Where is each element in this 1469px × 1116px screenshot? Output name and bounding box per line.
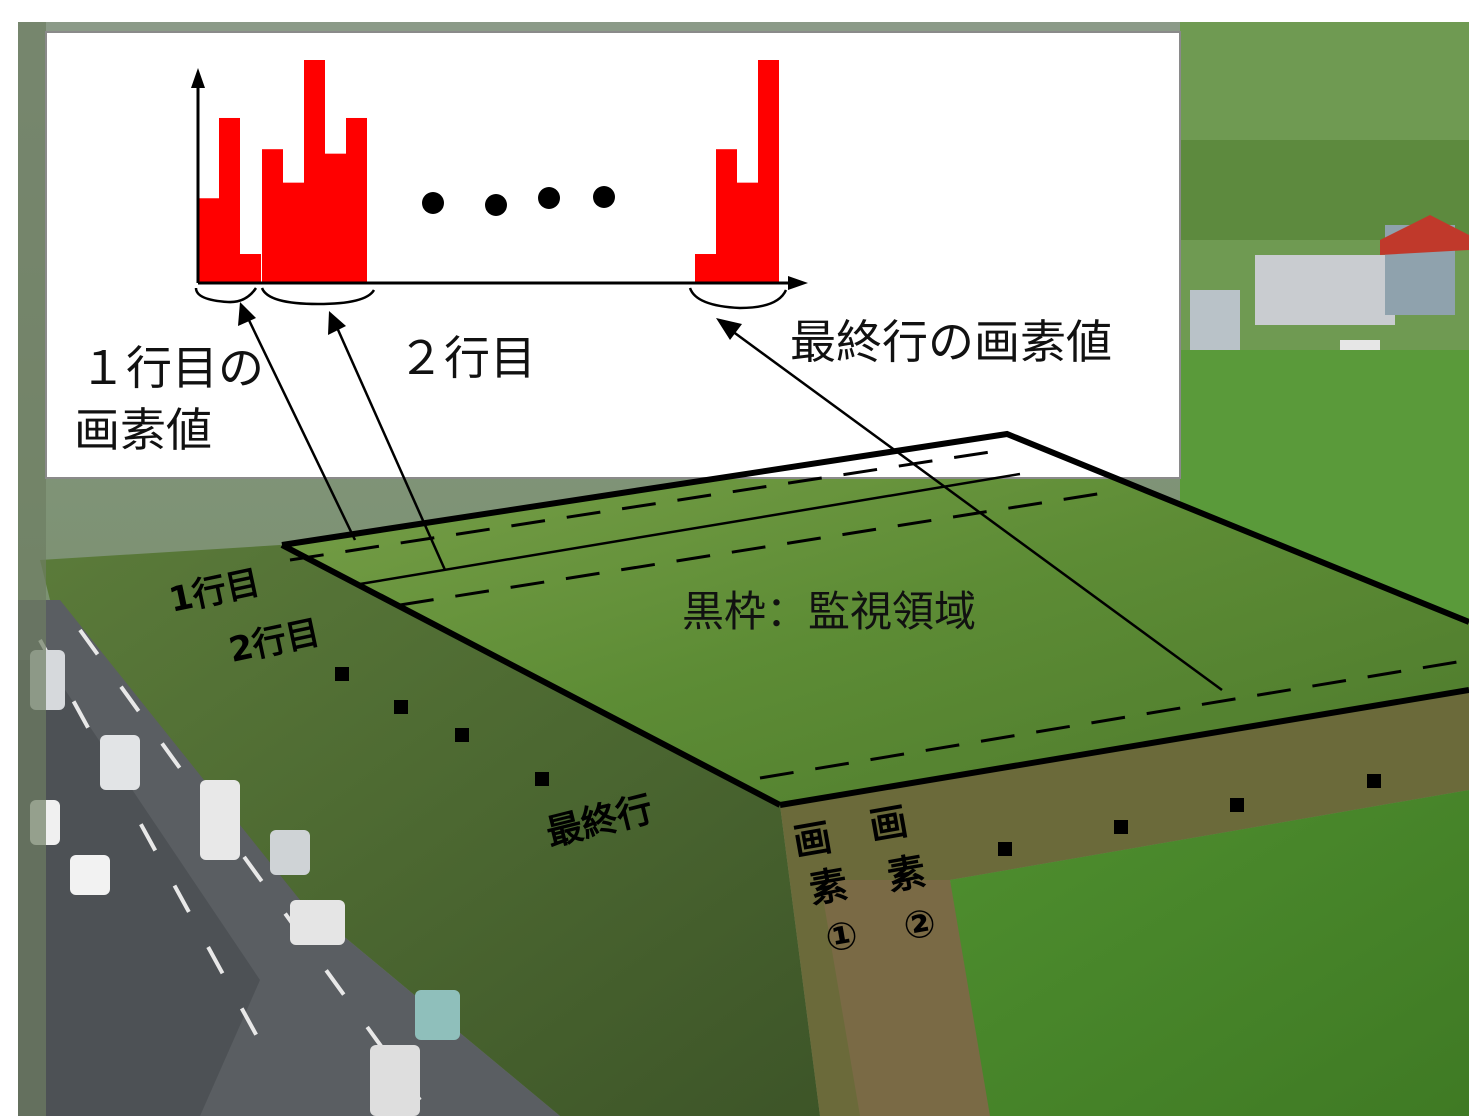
x-axis-arrowhead — [788, 276, 808, 290]
histogram-bar-row2-5 — [346, 117, 367, 283]
row-dot — [394, 700, 408, 714]
histogram-bar-row2-1 — [262, 149, 283, 283]
pixel2-char-3: ② — [900, 900, 939, 949]
row-dot — [535, 772, 549, 786]
monitoring-frame — [280, 430, 1469, 808]
last-row-brace — [688, 287, 788, 310]
group-braces — [194, 287, 788, 310]
pixel1-char-1: 画 — [790, 815, 835, 865]
row2-label: ２行目 — [398, 331, 536, 385]
pixel-dot — [1114, 820, 1128, 834]
y-axis-arrowhead — [191, 68, 205, 88]
highway-lane — [18, 660, 260, 1116]
row1-dashed-line — [289, 450, 991, 562]
histogram-bar-last-3 — [737, 182, 758, 283]
frame-bottom-edge — [779, 687, 1469, 808]
last-row-dashed-line — [759, 658, 1469, 780]
ellipsis-dot — [593, 186, 615, 208]
frame-left-edge — [280, 542, 782, 808]
dirt-path — [820, 880, 990, 1116]
last-row-pixel-label: 最終行の画素値 — [790, 315, 1112, 369]
row-separator-line — [359, 472, 1021, 586]
row1-brace — [194, 287, 258, 304]
row2-dashed-line — [399, 490, 1111, 607]
histogram-bars — [198, 60, 779, 283]
monitoring-region-label: 黒枠：監視領域 — [682, 587, 976, 636]
pixel2-label: 画 素 ② — [866, 799, 939, 949]
histogram-bar-last-4 — [758, 60, 779, 283]
photo-left-strip — [18, 22, 46, 1116]
ellipsis-dot — [485, 194, 507, 216]
monitored-field-surface — [280, 432, 1469, 805]
lower-slope — [780, 690, 1469, 1116]
histogram-bar-row2-2 — [283, 182, 304, 283]
arrow-last-row — [727, 326, 1223, 692]
lower-rice-field — [950, 790, 1469, 1116]
pixel1-label: 画 素 ① — [790, 815, 861, 961]
histogram-bar-row2-3 — [304, 60, 325, 283]
embankment — [40, 545, 820, 1116]
pixel-dot — [1230, 798, 1244, 812]
pixel-dot — [1367, 774, 1381, 788]
lane-markings — [38, 628, 422, 1102]
farm-buildings — [1190, 215, 1469, 360]
pixel2-char-2: 素 — [884, 849, 929, 899]
ellipsis-dots — [422, 186, 615, 216]
row1-pixel-label-line1: １行目の — [80, 341, 264, 395]
ellipsis-dot — [538, 187, 560, 209]
arrowhead-last-row — [716, 318, 742, 340]
row-dot — [455, 728, 469, 742]
histogram-inset: １行目の 画素値 ２行目 最終行の画素値 — [45, 31, 1181, 479]
arrow-row1 — [244, 313, 357, 541]
row-continuation-dots — [335, 667, 549, 786]
pixel1-char-2: 素 — [806, 862, 851, 912]
ellipsis-dot — [422, 192, 444, 214]
histogram-bar-row1-3 — [240, 254, 261, 283]
pixel-dot — [998, 842, 1012, 856]
pixel-continuation-dots — [998, 774, 1381, 856]
pixel1-char-3: ① — [822, 912, 861, 961]
row-dot — [335, 667, 349, 681]
histogram-bar-row2-4 — [325, 153, 346, 283]
pointer-arrows — [244, 313, 1223, 692]
row2-brace — [260, 287, 376, 306]
histogram-bar-last-1 — [695, 254, 716, 283]
arrowheads — [238, 302, 742, 340]
histogram-bar-row1-2 — [219, 117, 240, 283]
frame-top-edge — [281, 430, 1469, 625]
pixel2-char-1: 画 — [866, 799, 911, 849]
histogram-bar-last-2 — [716, 149, 737, 283]
arrowhead-row2 — [328, 311, 346, 335]
arrowhead-row1 — [238, 302, 256, 326]
row1-pixel-label-line2: 画素値 — [74, 403, 212, 457]
histogram-bar-row1-1 — [198, 198, 219, 283]
arrow-row2 — [333, 322, 447, 571]
